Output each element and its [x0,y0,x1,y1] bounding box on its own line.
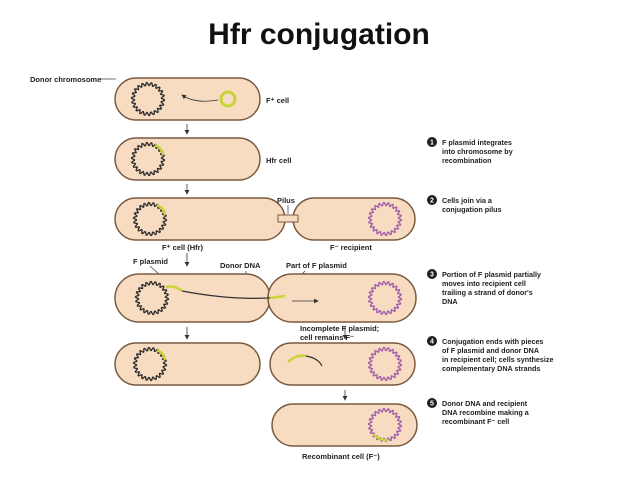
step-number-4: 4 [430,339,434,346]
step-5-line: Donor DNA and recipient [442,399,528,408]
step-3-line: trailing a strand of donor's [442,288,533,297]
f-plasmid-1 [219,90,237,108]
recombinant-chromosome [367,407,403,443]
hfr-cell-joined [114,197,286,241]
label-incomplete-line1: Incomplete F plasmid; [300,324,379,333]
step-1-line: into chromosome by [442,147,513,156]
step-1-line: F plasmid integrates [442,138,512,147]
label-f-plasmid: F plasmid [133,257,168,266]
label-donor-dna: Donor DNA [220,261,261,270]
step-4-line: in recipient cell; cells synthesize [442,355,553,364]
step-bullet-1 [427,137,437,147]
recipient-cell [292,197,416,241]
step-bullet-5 [427,398,437,408]
label-donor-chromosome: Donor chromosome [30,75,101,84]
recombined-donor-segment [372,433,389,442]
step-2-line: Cells join via a [442,196,493,205]
step-bullet-2 [427,195,437,205]
step-3-line: moves into recipient cell [442,279,526,288]
step-5-line: recombinant F⁻ cell [442,417,509,426]
label-pilus: Pilus [277,196,295,205]
recipient-chromosome-3 [367,201,403,237]
donor-dna-strand [181,290,286,299]
step-number-1: 1 [430,140,434,147]
step-5-line: DNA recombine making a [442,408,530,417]
integrated-plasmid-5 [156,348,167,361]
label-f-minus-recipient: F⁻ recipient [330,243,372,252]
step-4-line: of F plasmid and donor DNA [442,346,539,355]
plasmid-in-recipient [269,294,286,300]
pilus [277,214,299,223]
page-title: Hfr conjugation [208,18,430,51]
label-part-of-f-plasmid: Part of F plasmid [286,261,347,270]
label-recombinant-cell: Recombinant cell (F⁻) [302,452,380,461]
step-number-3: 3 [430,272,434,279]
transferred-donor-dna [305,355,323,367]
hfr-cell [114,137,261,181]
label-f-plus-cell: F⁺ cell [266,96,289,105]
step-1-line: recombination [442,156,492,165]
integrated-plasmid-2 [154,143,165,156]
f-plus-cell [114,77,261,121]
recipient-chromosome-5 [367,346,403,382]
label-hfr-cell: Hfr cell [266,156,291,165]
step-2-line: conjugation pilus [442,205,502,214]
plasmid-move-arrow [181,94,219,102]
hfr-cell-separated [114,342,261,386]
step-number-5: 5 [430,401,434,408]
step-3-line: Portion of F plasmid partially [442,270,541,279]
label-incomplete-line2: cell remains F⁻ [300,333,354,342]
step-3-line: DNA [442,297,458,306]
recipient-cell-transfer [267,273,417,323]
recipient-chromosome-4 [367,280,403,316]
step-bullet-3 [427,269,437,279]
integrated-plasmid-3 [156,203,167,216]
step-4-line: complementary DNA strands [442,364,540,373]
transferring-plasmid-strand [165,285,183,292]
label-f-plus-cell-hfr: F⁺ cell (Hfr) [162,243,204,252]
donor-chromosome-4 [134,280,170,316]
recombinant-cell [271,403,418,447]
donor-chromosome-1 [130,81,166,117]
incomplete-f-plasmid [287,354,307,363]
step-bullet-4 [427,336,437,346]
recipient-cell-separated [269,342,416,386]
step-number-2: 2 [430,198,434,205]
step-4-line: Conjugation ends with pieces [442,337,543,346]
